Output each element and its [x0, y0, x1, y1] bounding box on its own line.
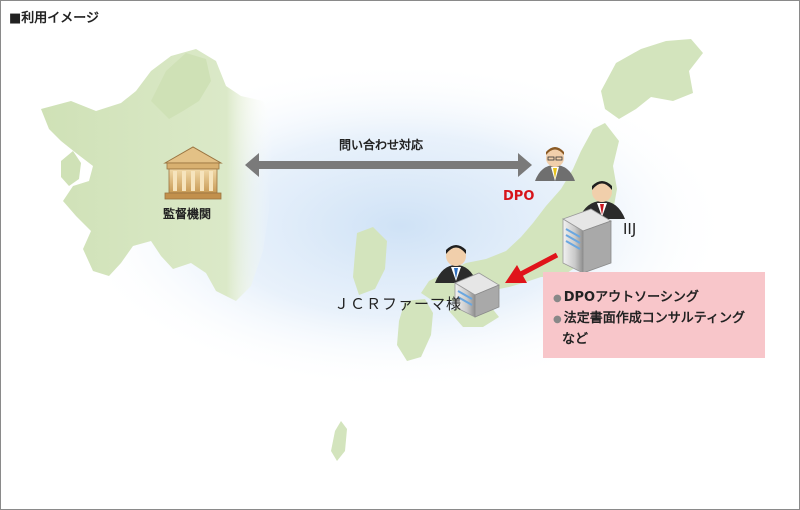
- service-item: ●法定書面作成コンサルティング: [553, 307, 745, 326]
- okinawa-map-shape: [331, 421, 347, 461]
- bullet-icon: ●: [553, 293, 562, 304]
- services-suffix: など: [562, 332, 589, 347]
- scandinavia-map-shape: [151, 53, 211, 119]
- red-arrow-icon: [505, 252, 559, 283]
- europe-map-shape: [41, 49, 273, 301]
- bullet-icon: ●: [553, 314, 562, 325]
- korea-map-shape: [353, 227, 387, 295]
- supervisory-authority-label: 監督機関: [163, 207, 212, 221]
- double-arrow-icon: [245, 153, 532, 177]
- iij-label: IIJ: [623, 220, 637, 238]
- dpo-label: DPO: [503, 189, 535, 204]
- britain-map-shape: [61, 151, 81, 186]
- service-item-text: 法定書面作成コンサルティング: [563, 311, 745, 326]
- client-label: ＪＣＲファーマ様: [334, 295, 463, 313]
- office-building-icon-client: [454, 272, 500, 318]
- bank-building-icon: [163, 146, 223, 200]
- services-box: ●DPOアウトソーシング ●法定書面作成コンサルティング など: [543, 272, 765, 358]
- service-item: ●DPOアウトソーシング: [553, 286, 699, 305]
- page-title: ■利用イメージ: [9, 11, 100, 26]
- person-yellow-tie-icon: [535, 147, 575, 181]
- office-building-icon: [562, 208, 612, 274]
- hokkaido-map-shape: [601, 39, 703, 119]
- inquiry-label: 問い合わせ対応: [339, 138, 424, 152]
- service-item-text: DPOアウトソーシング: [563, 290, 699, 305]
- kyushu-map-shape: [397, 299, 433, 361]
